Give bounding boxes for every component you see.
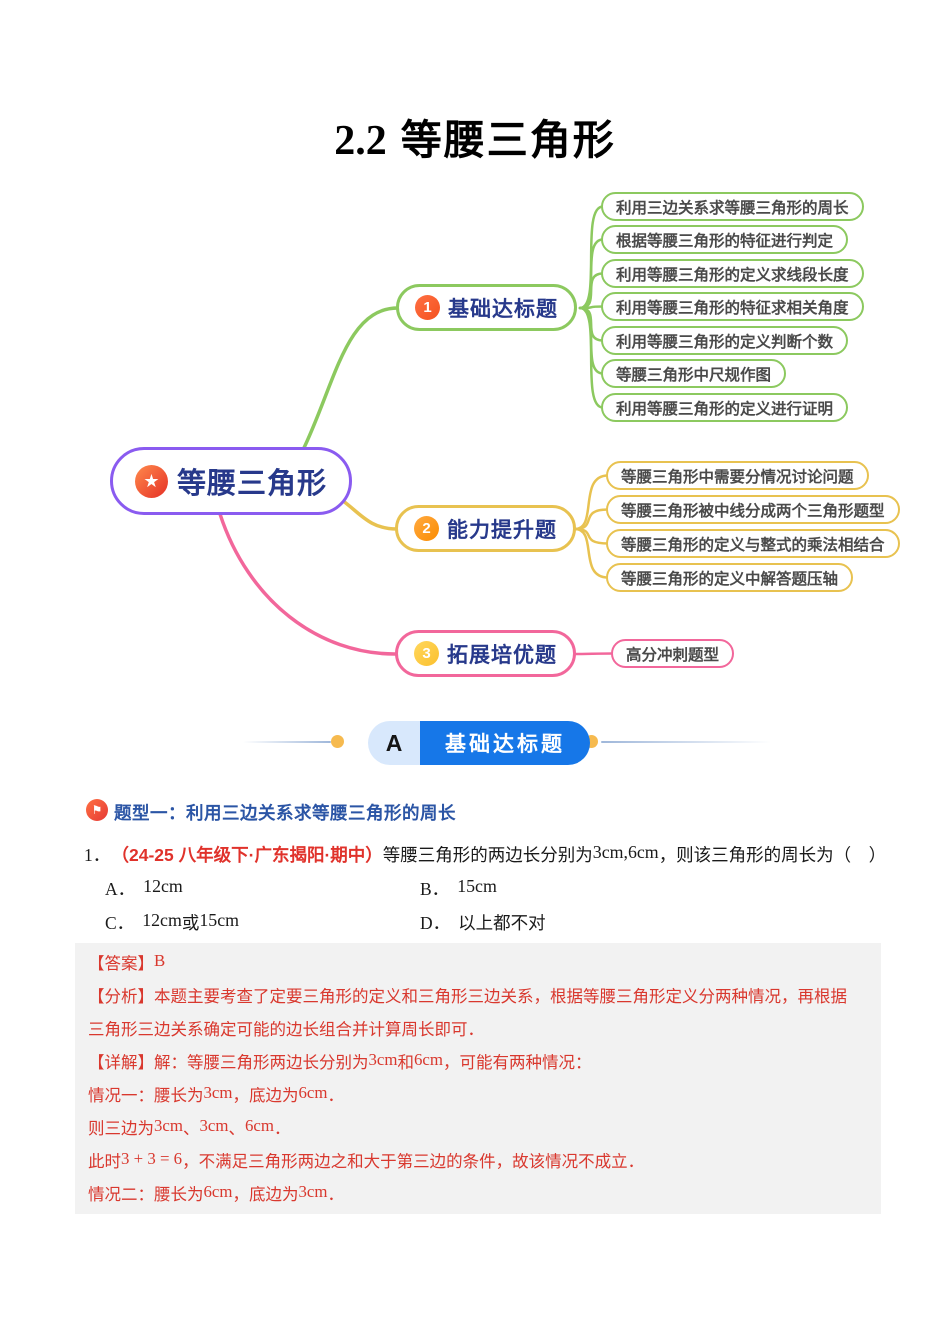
page-title: 2.2 等腰三角形 (0, 106, 950, 166)
badge-3-icon: 3 (414, 641, 439, 666)
mindmap-root-node: ★ 等腰三角形 (110, 447, 353, 515)
leaf-item: 利用等腰三角形的定义判断个数 (601, 326, 849, 355)
option-letter: D． (420, 913, 451, 933)
banner-letter: A (368, 721, 420, 765)
option-letter: B． (420, 879, 450, 899)
branch-label: 基础达标题 (448, 297, 558, 321)
leaf-item: 高分冲刺题型 (611, 639, 735, 668)
branch-label: 拓展培优题 (447, 643, 557, 667)
option-a: A． 12cm (105, 876, 183, 901)
question-type-heading: 题型一：利用三边关系求等腰三角形的周长 (114, 803, 456, 823)
option-text: 以上都不对 (458, 913, 546, 933)
option-d: D． 以上都不对 (420, 910, 546, 935)
banner-dot-left (331, 735, 344, 748)
branch-node-ability: 2 能力提升题 (395, 505, 576, 552)
leaf-item: 利用等腰三角形的特征求相关角度 (601, 292, 864, 321)
branch-node-basic: 1 基础达标题 (396, 284, 577, 331)
answer-line: 【答案】B (88, 950, 166, 974)
answer-line: 【详解】解：等腰三角形两边长分别为3cm和6cm，可能有两种情况： (88, 1049, 592, 1073)
leaf-item: 利用三边关系求等腰三角形的周长 (601, 192, 864, 221)
root-label: 等腰三角形 (177, 468, 328, 500)
leaf-item: 等腰三角形的定义与整式的乘法相结合 (606, 529, 900, 558)
option-text: 15cm (457, 876, 497, 896)
mindmap-connectors (218, 205, 615, 656)
option-c: C． 12cm或15cm (105, 910, 239, 935)
leaf-item: 等腰三角形中需要分情况讨论问题 (606, 461, 869, 490)
option-b: B． 15cm (420, 876, 497, 901)
leaf-item: 等腰三角形的定义中解答题压轴 (606, 563, 854, 592)
answer-line: 情况二：腰长为6cm，底边为3cm． (88, 1181, 344, 1205)
option-text: 12cm或15cm (142, 910, 239, 933)
flag-icon: ⚑ (86, 799, 108, 821)
answer-line: 情况一：腰长为3cm，底边为6cm． (88, 1082, 344, 1106)
question-1: 1．（24-25 八年级下·广东揭阳·期中）等腰三角形的两边长分别为3cm,6c… (84, 842, 887, 865)
badge-2-icon: 2 (414, 516, 439, 541)
banner-line-right (601, 741, 771, 743)
leaf-item: 等腰三角形中尺规作图 (601, 359, 787, 388)
section-banner: A 基础达标题 (368, 721, 590, 765)
answer-line: 此时3 + 3 = 6，不满足三角形两边之和大于第三边的条件，故该情况不成立． (88, 1148, 645, 1172)
leaf-item: 利用等腰三角形的定义进行证明 (601, 393, 849, 422)
option-letter: C． (105, 913, 135, 933)
option-text: 12cm (143, 876, 183, 896)
branch-node-advanced: 3 拓展培优题 (395, 630, 576, 677)
answer-block: 【答案】B 【分析】本题主要考查了定要三角形的定义和三角形三边关系，根据等腰三角… (75, 943, 881, 1214)
title-text: 等腰三角形 (400, 117, 616, 163)
badge-1-icon: 1 (415, 295, 440, 320)
branch-label: 能力提升题 (447, 518, 557, 542)
answer-line: 三角形三边关系确定可能的边长组合并计算周长即可． (88, 1020, 484, 1039)
leaf-item: 利用等腰三角形的定义求线段长度 (601, 259, 864, 288)
leaf-item: 等腰三角形被中线分成两个三角形题型 (606, 495, 900, 524)
title-number: 2.2 (334, 118, 387, 164)
leaf-item: 根据等腰三角形的特征进行判定 (601, 225, 849, 254)
answer-line: 则三边为3cm、3cm、6cm． (88, 1115, 291, 1139)
star-icon: ★ (135, 464, 168, 498)
banner-line-left (243, 741, 331, 743)
banner-label: 基础达标题 (420, 721, 590, 765)
option-letter: A． (105, 879, 136, 899)
answer-line: 【分析】本题主要考查了定要三角形的定义和三角形三边关系，根据等腰三角形定义分两种… (88, 987, 847, 1006)
